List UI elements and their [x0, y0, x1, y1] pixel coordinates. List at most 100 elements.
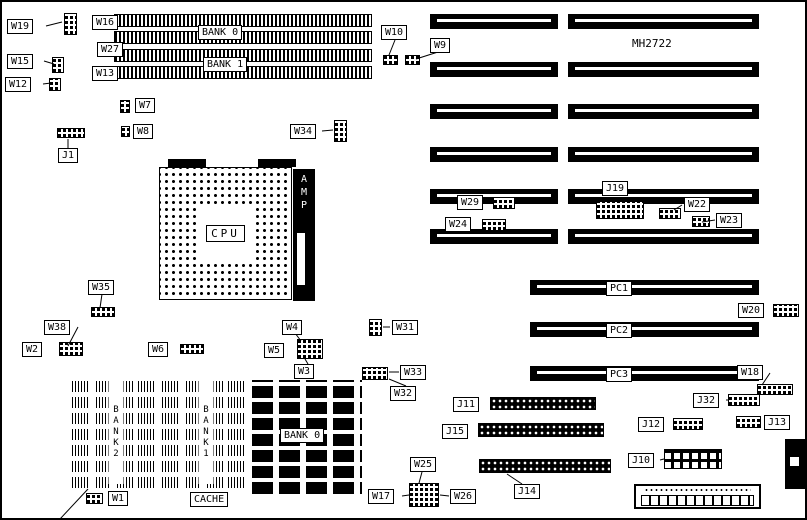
label-w8: W8	[133, 124, 154, 139]
pci-slot-1-label: PC1	[606, 281, 633, 296]
label-j13: J13	[764, 415, 791, 430]
dram-bank2-labelstrip: BANK2	[108, 380, 124, 484]
jumper-w7-pins	[120, 100, 130, 113]
label-w17: W17	[368, 489, 395, 504]
label-w5: W5	[264, 343, 285, 358]
label-simm-bank1: BANK 1	[203, 57, 248, 72]
amp-module: AMP	[293, 169, 315, 301]
jumper-w24-pins	[482, 219, 506, 231]
cpu-label: CPU	[206, 225, 245, 242]
label-w13: W13	[92, 66, 119, 81]
pci-slot-2	[530, 322, 759, 337]
label-w12: W12	[5, 77, 32, 92]
label-j19: J19	[602, 181, 629, 196]
label-w22: W22	[684, 197, 711, 212]
label-w32: W32	[390, 386, 417, 401]
jumper-w31-pins	[369, 319, 382, 336]
label-w25: W25	[410, 457, 437, 472]
amp-notch	[297, 233, 305, 285]
label-w4: W4	[282, 320, 303, 335]
board-model: MH2722	[632, 37, 672, 50]
label-j1: J1	[58, 148, 79, 163]
dram-bank1-labelstrip: BANK1	[198, 380, 214, 484]
pci-slot-1	[530, 280, 759, 295]
label-j15: J15	[442, 424, 469, 439]
label-w16: W16	[92, 15, 119, 30]
label-w35: W35	[88, 280, 115, 295]
jumper-w35-pins	[91, 307, 115, 317]
jumper-w25-w17-w26-pins	[409, 483, 439, 507]
dram-bank2-label: BANK2	[111, 404, 121, 460]
keyboard-connector	[785, 439, 805, 489]
label-w19: W19	[7, 19, 34, 34]
label-w34: W34	[290, 124, 317, 139]
power-connector	[634, 484, 761, 509]
jumper-w5-pins	[297, 339, 323, 359]
label-w38: W38	[44, 320, 71, 335]
jumper-w10-pins	[383, 55, 398, 65]
label-w27: W27	[97, 42, 124, 57]
jumper-w2-pins	[59, 342, 83, 356]
cpu-top-bar-left	[168, 159, 206, 167]
label-w3: W3	[294, 364, 315, 379]
isa-slot-3-left	[430, 104, 558, 119]
jumper-w22-pins	[659, 208, 681, 219]
jumper-w8-pins	[121, 126, 130, 137]
label-w1: W1	[108, 491, 129, 506]
isa-slot-1-right	[568, 14, 759, 29]
jumper-w33-pins	[362, 367, 388, 380]
cpu-socket-center: CPU	[196, 204, 255, 263]
label-w15: W15	[7, 54, 34, 69]
j15-pin-header	[478, 423, 604, 437]
dram-bank1-label: BANK1	[201, 404, 211, 460]
cpu-top-bar-right	[258, 159, 296, 167]
jumper-w20-pins	[773, 304, 799, 317]
jumper-w18-pins	[757, 384, 793, 395]
simm-socket-2	[114, 31, 372, 44]
label-w2: W2	[22, 342, 43, 357]
jumper-j32-pins	[728, 394, 760, 406]
label-w33: W33	[400, 365, 427, 380]
label-w31: W31	[392, 320, 419, 335]
jumper-w19-pins	[64, 13, 77, 35]
label-j12: J12	[638, 417, 665, 432]
label-j14: J14	[514, 484, 541, 499]
isa-slot-2-left	[430, 62, 558, 77]
label-j10: J10	[628, 453, 655, 468]
jumper-j19-pins	[596, 201, 644, 219]
jumper-w12-pins	[49, 78, 61, 91]
jumper-w29-pins	[493, 197, 515, 209]
jumper-j1-pins	[57, 128, 85, 138]
label-w26: W26	[450, 489, 477, 504]
isa-slot-6-left	[430, 229, 558, 244]
jumper-w34-pins	[334, 120, 347, 142]
jumper-j13-pins	[736, 416, 761, 428]
jumper-j12-pins	[673, 418, 703, 430]
jumper-w6-pins	[180, 344, 204, 354]
sram-bank0-label: BANK 0	[280, 428, 325, 443]
jumper-w23-pins	[692, 216, 710, 227]
label-w18: W18	[737, 365, 764, 380]
label-w10: W10	[381, 25, 408, 40]
label-w29: W29	[457, 195, 484, 210]
isa-slot-2-right	[568, 62, 759, 77]
j11-pin-header	[490, 397, 596, 410]
label-w6: W6	[148, 342, 169, 357]
j14-pin-header	[479, 459, 611, 473]
dram-array-bank2: BANK2	[72, 376, 160, 488]
pci-slot-3-label: PC3	[606, 367, 633, 382]
label-w7: W7	[135, 98, 156, 113]
j10-connector	[664, 449, 722, 469]
dram-array-bank1: BANK1	[162, 376, 250, 488]
isa-slot-4-left	[430, 147, 558, 162]
power-connector-pins-top	[644, 488, 751, 493]
cache-label: CACHE	[190, 492, 229, 507]
pci-slot-3	[530, 366, 759, 381]
simm-socket-1	[114, 14, 372, 27]
jumper-w9-pins	[405, 55, 420, 65]
isa-slot-6-right	[568, 229, 759, 244]
keyboard-connector-notch	[790, 457, 799, 466]
pci-slot-2-label: PC2	[606, 323, 633, 338]
label-w23: W23	[716, 213, 743, 228]
